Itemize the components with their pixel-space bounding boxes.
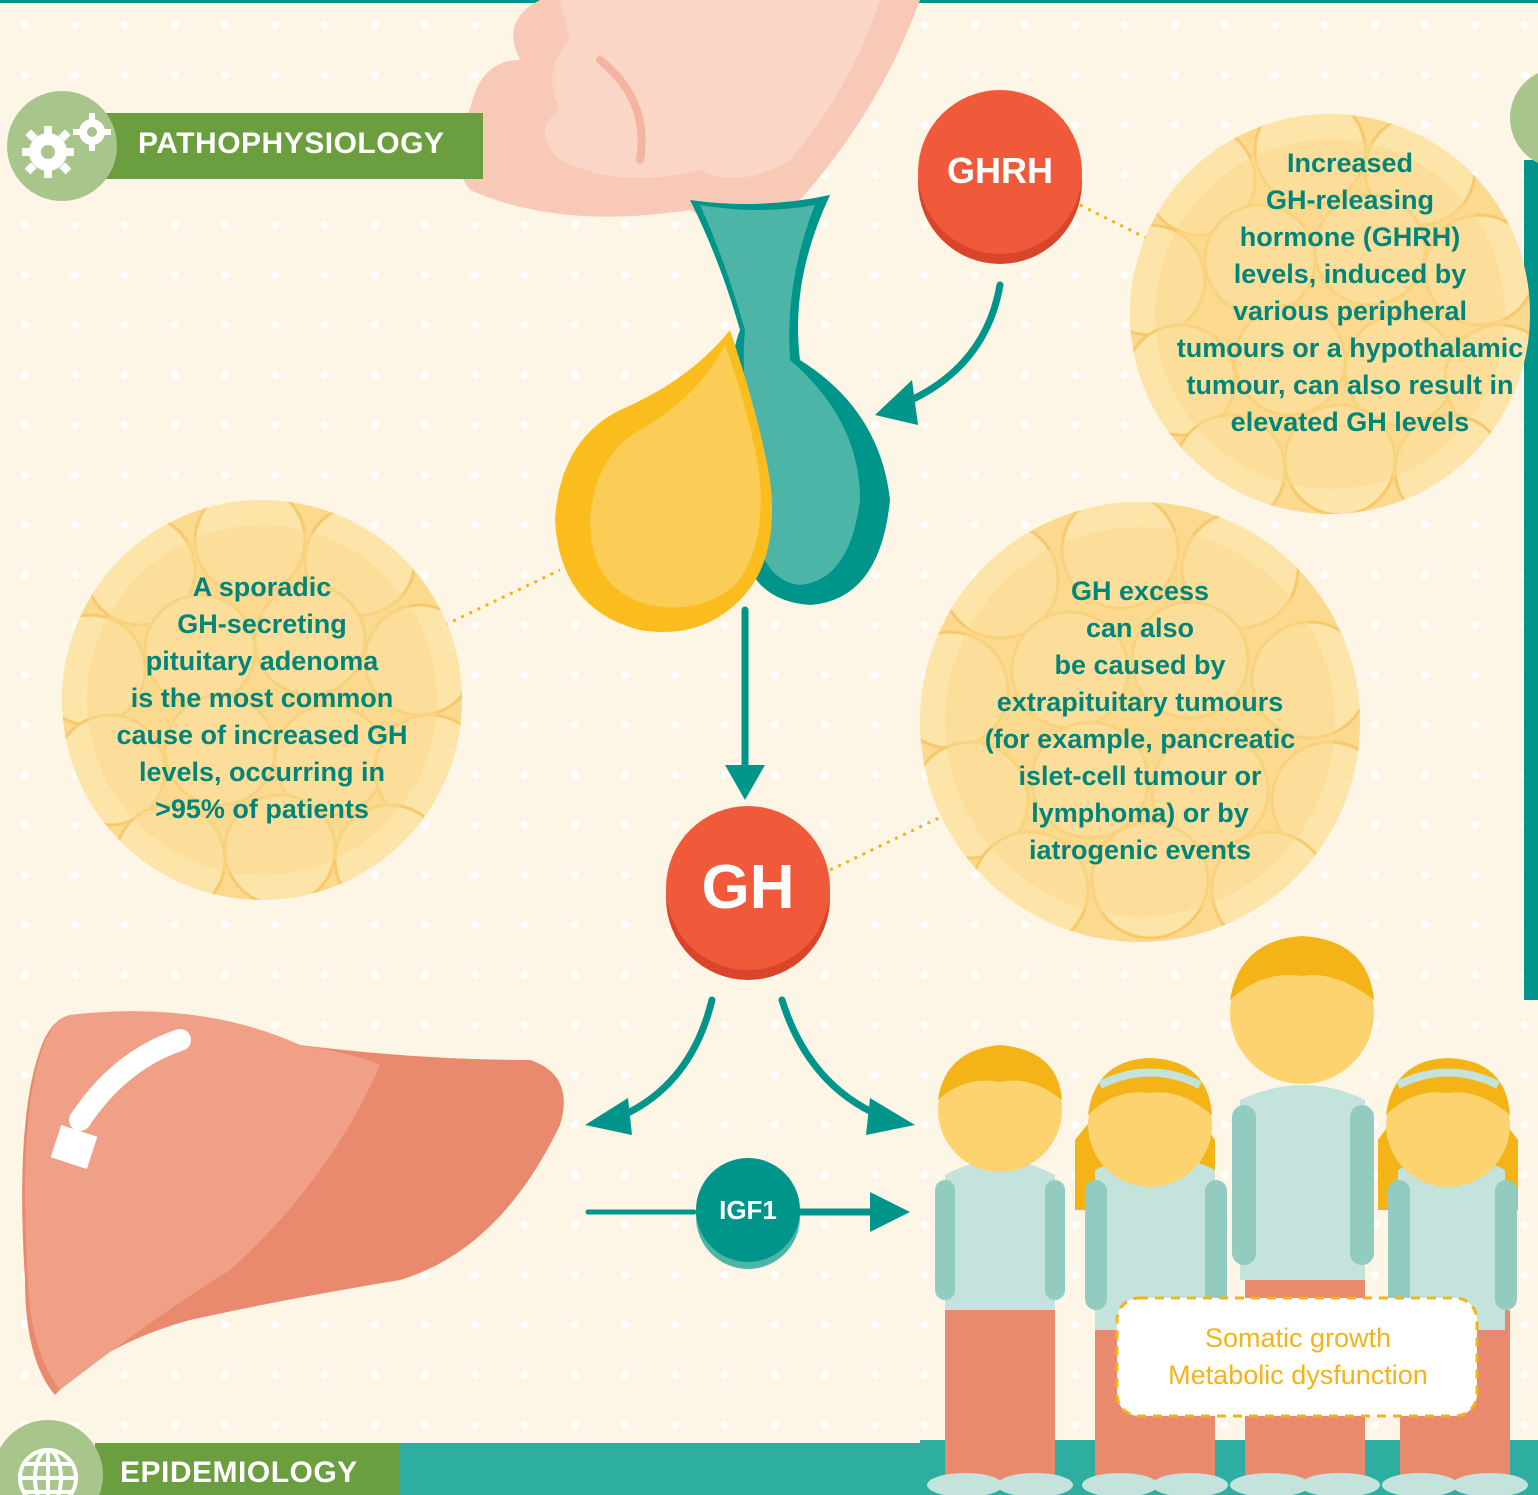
person-girl-left	[1075, 1058, 1228, 1495]
epidemiology-title: EPIDEMIOLOGY	[120, 1456, 358, 1490]
person-boy-small	[927, 1045, 1073, 1495]
ghrh-note: Increased GH-releasing hormone (GHRH) le…	[1155, 145, 1538, 441]
igf1-label: IGF1	[696, 1194, 800, 1226]
person-girl-right	[1378, 1058, 1528, 1495]
gh-label: GH	[666, 850, 830, 926]
adenoma-note: A sporadic GH-secreting pituitary adenom…	[82, 569, 442, 828]
pathophysiology-title: PATHOPHYSIOLOGY	[138, 127, 444, 161]
outcome-metabolic-dysfunction: Metabolic dysfunction	[1120, 1357, 1476, 1394]
extrapituitary-note: GH excess can also be caused by extrapit…	[945, 573, 1335, 869]
outcome-somatic-growth: Somatic growth	[1120, 1320, 1476, 1357]
ghrh-label: GHRH	[918, 148, 1082, 194]
